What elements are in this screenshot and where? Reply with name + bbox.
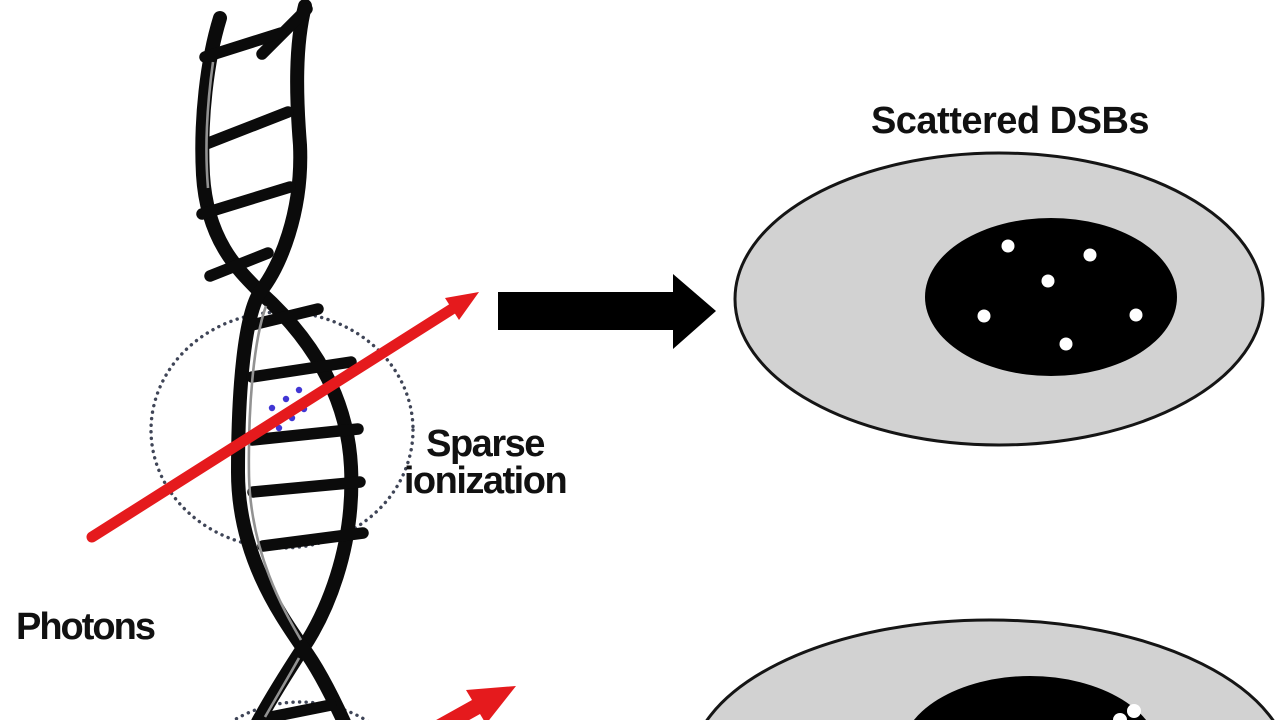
dna-shading (205, 61, 303, 718)
ionization-dot (295, 386, 303, 394)
dsb-dot (1059, 337, 1073, 351)
sparse-ionization-label: Sparse ionization (335, 423, 635, 502)
photon-track-arrow-2 (436, 686, 516, 720)
dsb-dots-bottom (1113, 704, 1141, 720)
dsb-dot (1129, 308, 1143, 322)
dsb-dot (1127, 704, 1141, 718)
dna-strand-right (230, 0, 351, 720)
ionization-dot (282, 395, 290, 403)
dsb-dot (977, 309, 991, 323)
photon-track-line (86, 303, 458, 543)
sparse-ionization-line2: ionization (403, 460, 568, 502)
ionization-dot (275, 424, 283, 432)
dna-base-pairs (196, 3, 369, 720)
dsb-dot (1001, 239, 1015, 253)
cell-top (733, 151, 1265, 447)
dsb-dot (1113, 713, 1127, 720)
dsb-dot (1083, 248, 1097, 262)
cell-bottom-nucleus (913, 676, 1147, 720)
dsb-dot (1041, 274, 1055, 288)
dsb-dots-top (977, 239, 1143, 351)
dna-helix (195, 0, 369, 720)
sparse-ionization-line1: Sparse (426, 423, 545, 465)
cell-top-nucleus (925, 218, 1177, 376)
cell-bottom (705, 618, 1275, 720)
cell-bottom-membrane (705, 618, 1275, 720)
photon-track-arrowhead (445, 292, 479, 320)
photon-track-arrow (86, 292, 479, 543)
transition-arrow (498, 274, 716, 349)
ionization-dot (268, 404, 276, 412)
photons-label: Photons (16, 606, 156, 648)
scattered-dsbs-label: Scattered DSBs (870, 100, 1150, 142)
ionization-region-circle-2 (231, 700, 369, 720)
